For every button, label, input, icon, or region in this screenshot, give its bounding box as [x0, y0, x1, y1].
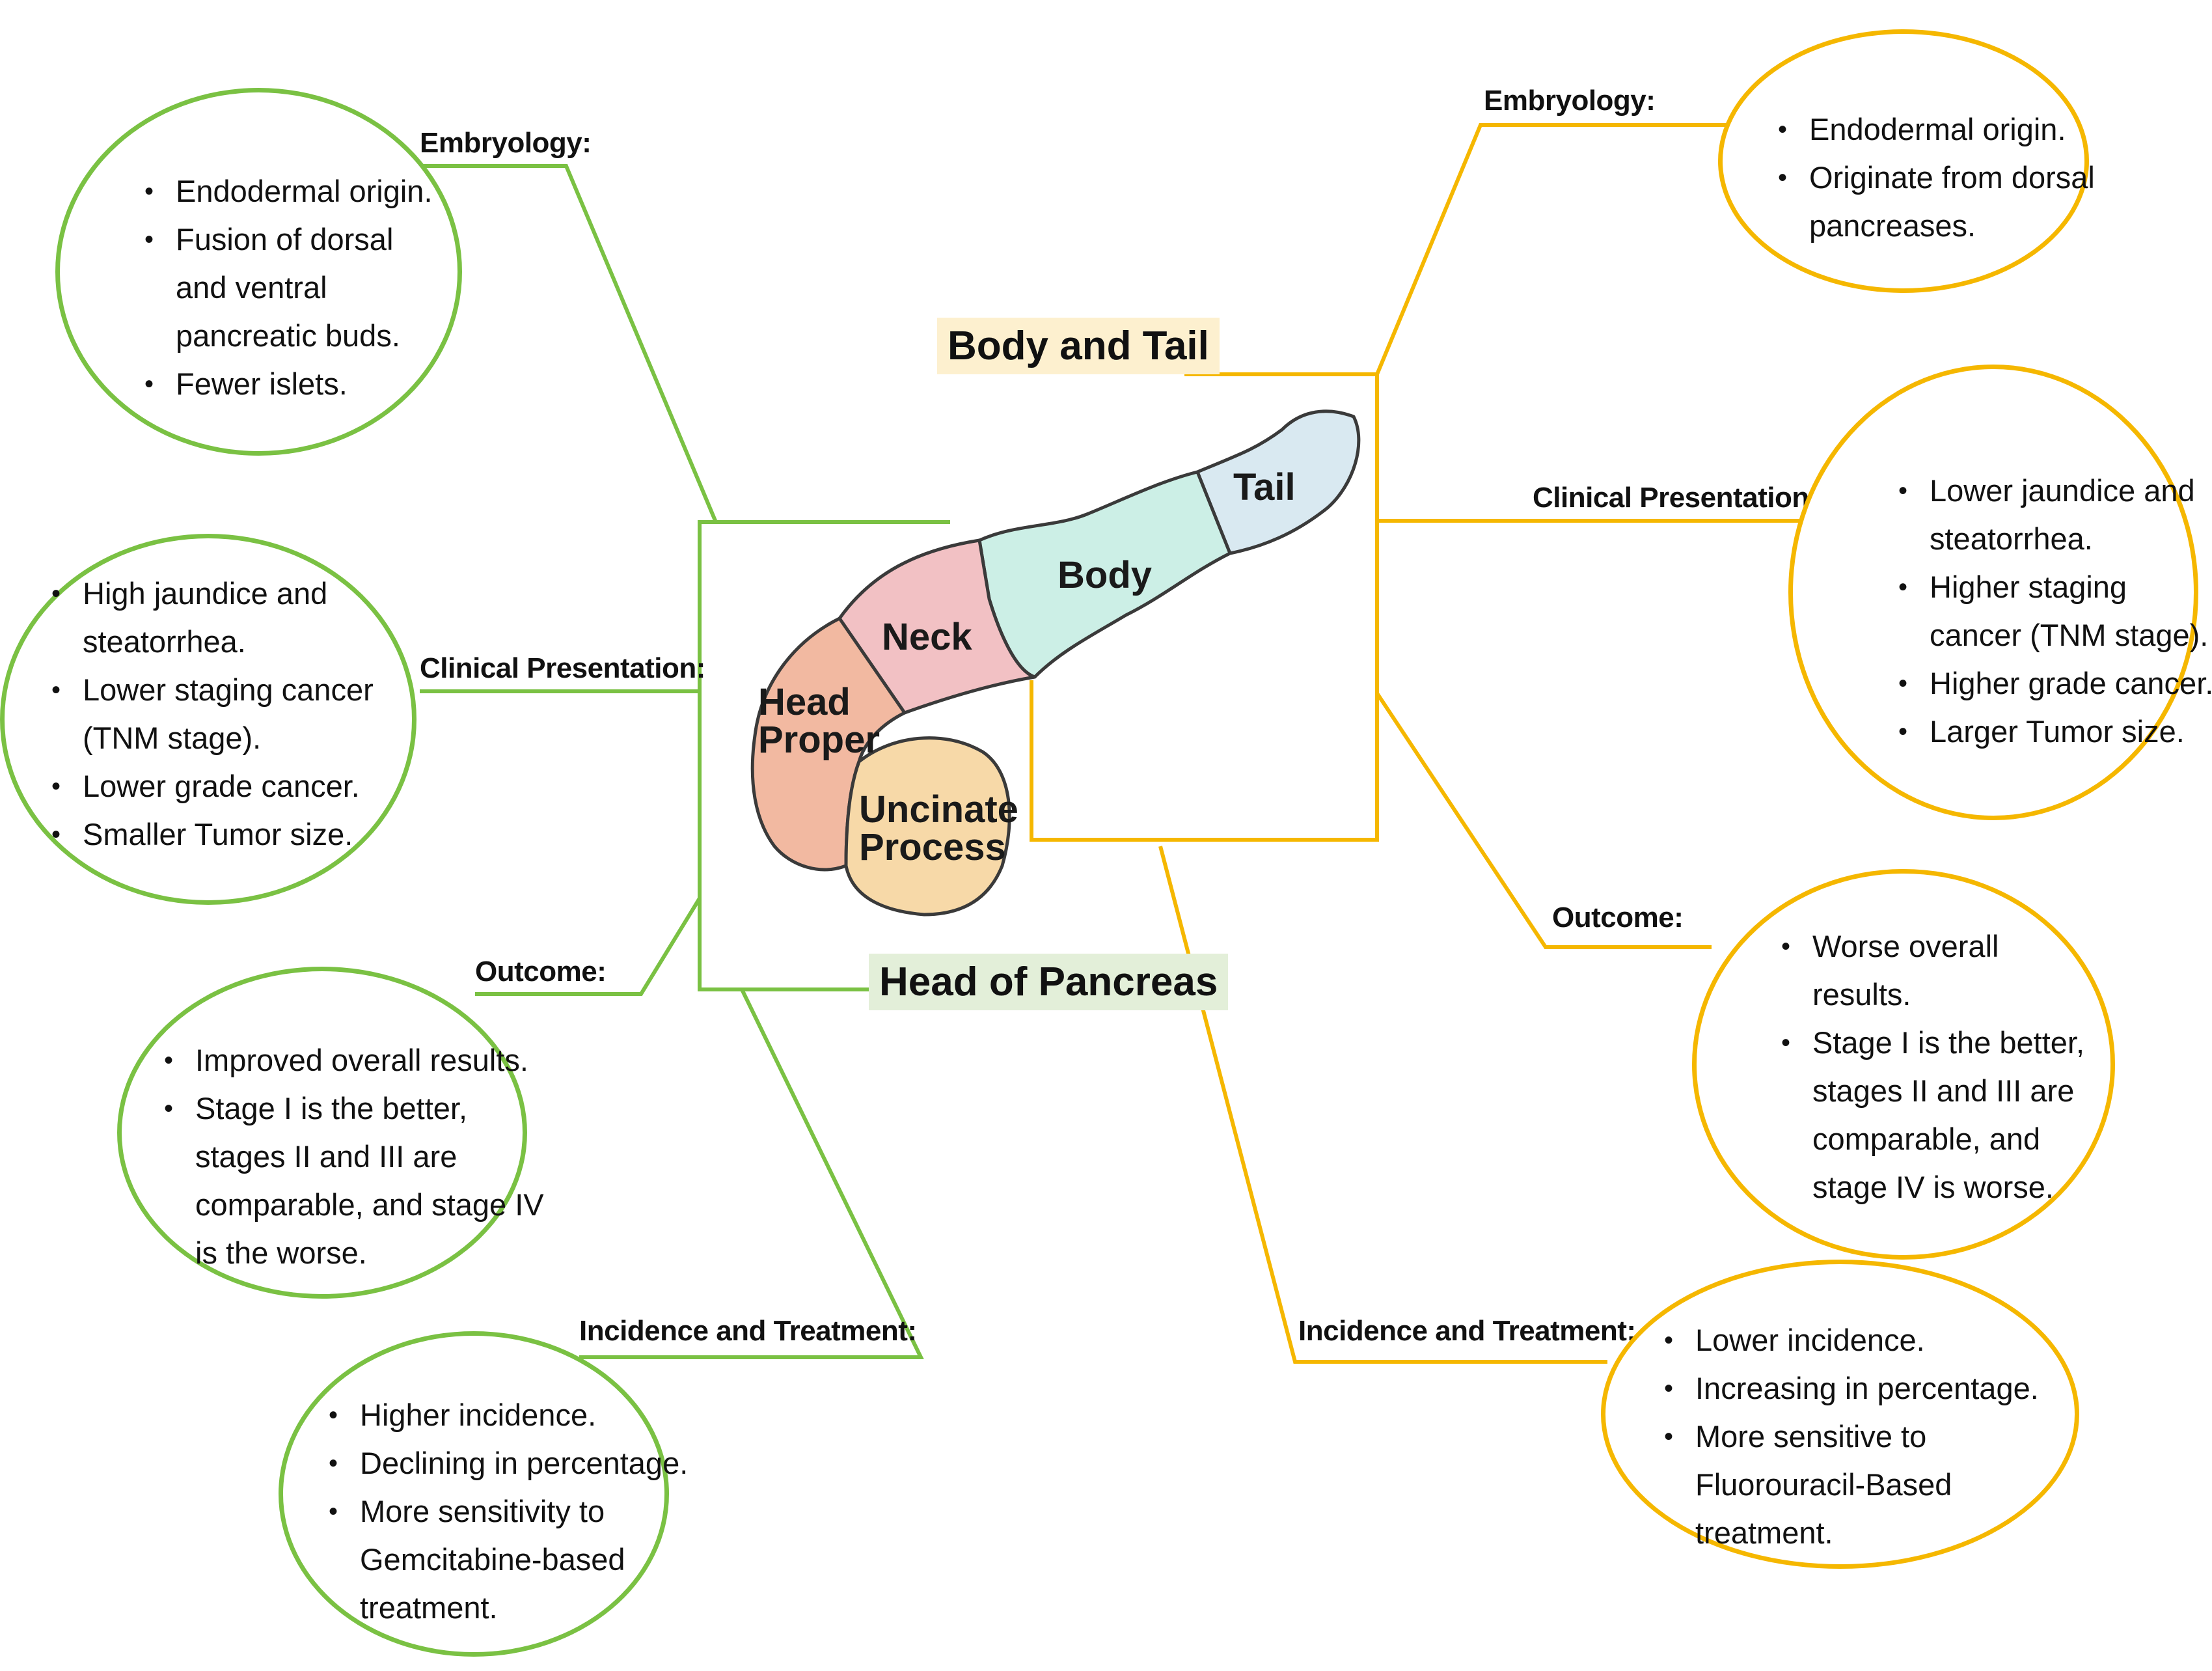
neck-region	[838, 538, 1037, 715]
bt-embryology-label: Embryology:	[1484, 85, 1656, 117]
bt-clinical-bubble: Lower jaundice and steatorrhea. Higher s…	[1788, 365, 2212, 820]
bt-outcome-connector	[1375, 692, 1712, 949]
bt-embryology-bubble: Endodermal origin. Originate from dorsal…	[1718, 29, 2095, 293]
head-incidence-label: Incidence and Treatment:	[579, 1315, 917, 1347]
list-item: Endodermal origin.	[1778, 105, 2096, 154]
list-item: Stage I is the better, stages II and III…	[164, 1084, 560, 1277]
list-item: Fewer islets.	[144, 360, 449, 408]
bt-outcome-list: Worse overall results. Stage I is the be…	[1781, 922, 2105, 1211]
list-item: Smaller Tumor size.	[51, 810, 421, 859]
bt-embryology-list: Endodermal origin. Originate from dorsal…	[1778, 105, 2096, 250]
head-embryology-label: Embryology:	[420, 127, 592, 159]
list-item: Worse overall results.	[1781, 922, 2105, 1019]
body-tail-title: Body and Tail	[937, 318, 1220, 374]
head-embryology-bubble: Endodermal origin. Fusion of dorsal and …	[55, 88, 462, 456]
bt-incidence-list: Lower incidence. Increasing in percentag…	[1664, 1316, 2079, 1557]
head-clinical-bubble: High jaundice and steatorrhea. Lower sta…	[0, 534, 416, 905]
bt-outcome-label: Outcome:	[1552, 902, 1684, 933]
list-item: Fusion of dorsal and ventral pancreatic …	[144, 215, 449, 360]
tail-label: Tail	[1233, 466, 1296, 508]
bt-incidence-label: Incidence and Treatment:	[1298, 1315, 1636, 1347]
list-item: Declining in percentage.	[329, 1439, 698, 1487]
list-item: Endodermal origin.	[144, 167, 449, 215]
head-embryology-list: Endodermal origin. Fusion of dorsal and …	[144, 167, 449, 408]
head-clinical-list: High jaundice and steatorrhea. Lower sta…	[51, 570, 421, 859]
head-connectors	[420, 164, 950, 1359]
head-outcome-connector	[475, 897, 702, 996]
head-outcome-list: Improved overall results. Stage I is the…	[164, 1036, 560, 1277]
head-embryology-connector	[420, 164, 718, 523]
bt-incidence-connector	[1158, 846, 1607, 1364]
list-item: Increasing in percentage.	[1664, 1364, 2079, 1413]
bt-incidence-bubble: Lower incidence. Increasing in percentag…	[1601, 1260, 2079, 1569]
list-item: Lower grade cancer.	[51, 762, 421, 810]
pancreas-illustration	[750, 409, 1361, 917]
body-tail-bracket	[1030, 372, 1379, 842]
bt-clinical-label: Clinical Presentation:	[1533, 482, 1818, 514]
body-label: Body	[1058, 554, 1152, 596]
head-clinical-label: Clinical Presentation:	[420, 652, 705, 684]
list-item: Higher staging cancer (TNM stage).	[1898, 563, 2212, 659]
list-item: Stage I is the better, stages II and III…	[1781, 1019, 2105, 1211]
list-item: Lower jaundice and steatorrhea.	[1898, 467, 2212, 563]
list-item: Higher incidence.	[329, 1391, 698, 1439]
body-tail-connectors	[1030, 123, 1803, 1364]
bt-embryology-connector	[1375, 123, 1734, 376]
bt-clinical-list: Lower jaundice and steatorrhea. Higher s…	[1898, 467, 2212, 756]
head-outcome-label: Outcome:	[475, 956, 607, 987]
head-bracket	[698, 520, 950, 991]
head-incidence-list: Higher incidence. Declining in percentag…	[329, 1391, 698, 1632]
list-item: Lower staging cancer (TNM stage).	[51, 666, 421, 762]
head-incidence-bubble: Higher incidence. Declining in percentag…	[279, 1331, 688, 1657]
bt-outcome-bubble: Worse overall results. Stage I is the be…	[1692, 869, 2115, 1260]
uncinate-region	[844, 736, 1011, 917]
head-proper-label: Head Proper	[758, 681, 880, 761]
list-item: More sensitivity to Gemcitabine-based tr…	[329, 1487, 698, 1632]
head-outcome-bubble: Improved overall results. Stage I is the…	[117, 967, 544, 1299]
head-incidence-connector	[579, 988, 924, 1359]
head-of-pancreas-title: Head of Pancreas	[869, 954, 1229, 1010]
list-item: Improved overall results.	[164, 1036, 560, 1084]
list-item: More sensitive to Fluorouracil-Based tre…	[1664, 1413, 2079, 1557]
list-item: Originate from dorsal pancreases.	[1778, 154, 2096, 250]
uncinate-process-label: Uncinate Process	[859, 788, 1018, 868]
tail-region	[1195, 409, 1361, 555]
list-item: Larger Tumor size.	[1898, 708, 2212, 756]
list-item: High jaundice and steatorrhea.	[51, 570, 421, 666]
list-item: Higher grade cancer.	[1898, 659, 2212, 708]
neck-label: Neck	[882, 616, 972, 658]
list-item: Lower incidence.	[1664, 1316, 2079, 1364]
